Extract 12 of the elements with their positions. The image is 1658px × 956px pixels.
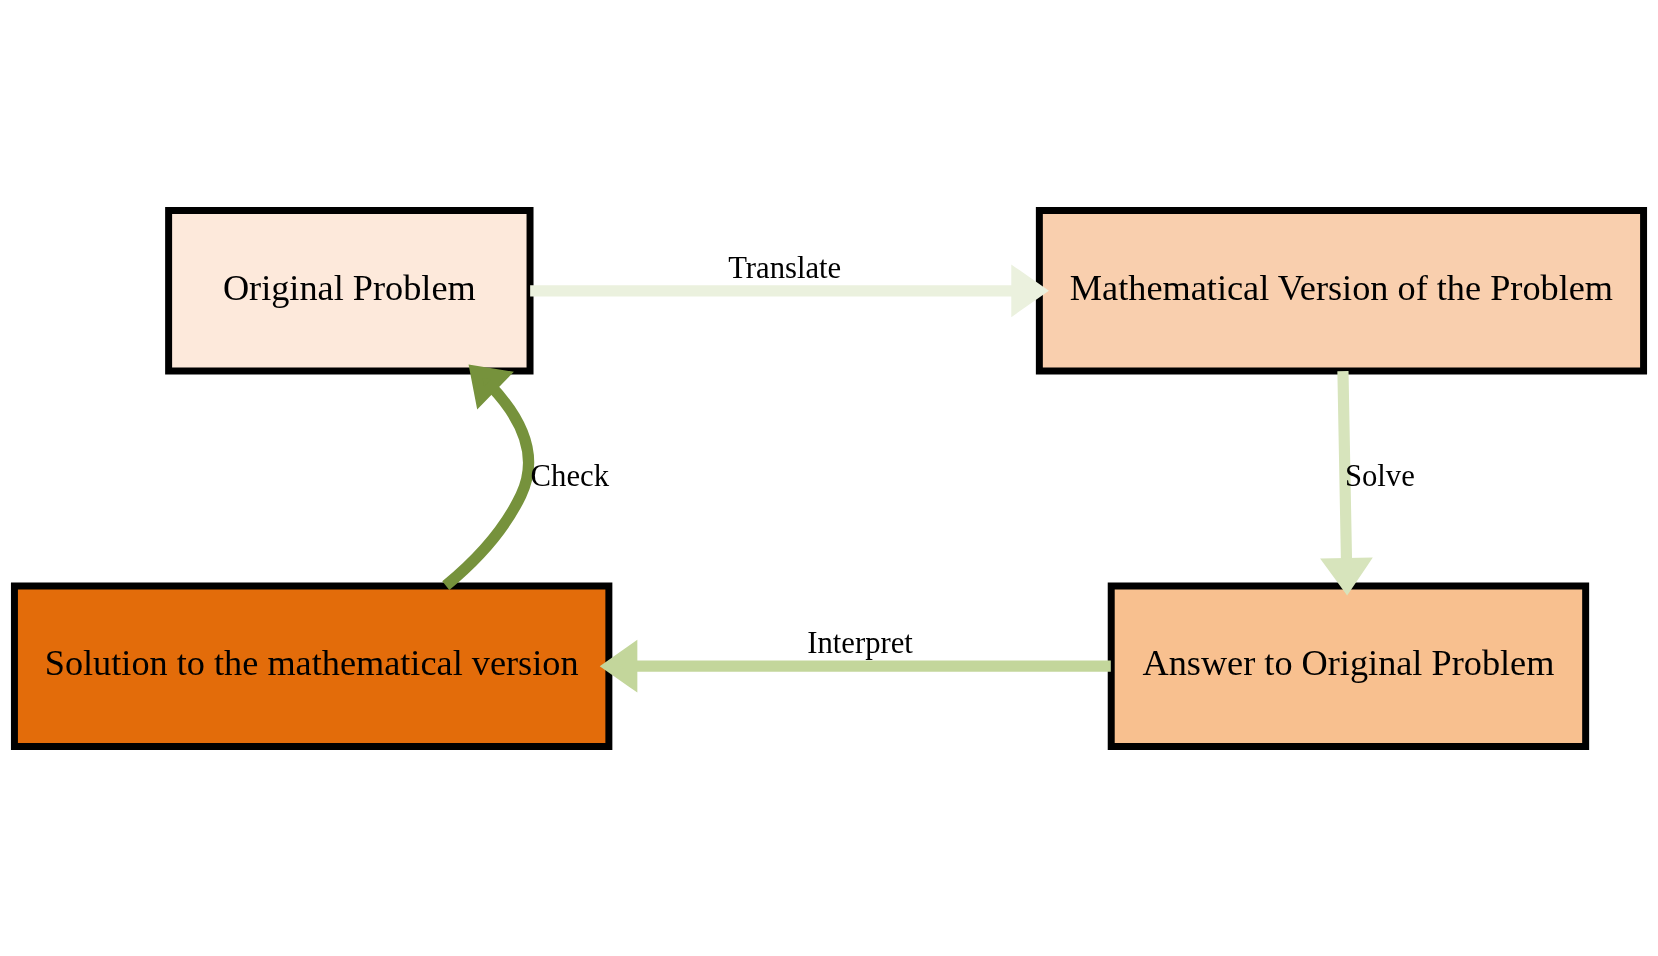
node-box: Solution to the mathematical version [10,581,613,750]
arrow [1320,370,1373,596]
edge-label: Check [530,458,610,493]
edge-label: Interpret [807,625,913,660]
arrow [530,263,1049,317]
arrow [599,639,1111,693]
node-box: Answer to Original Problem [1107,581,1590,750]
arrow [442,363,534,590]
edge-label: Solve [1344,458,1415,493]
node-box: Original Problem [165,206,534,375]
node-box: Mathematical Version of the Problem [1035,206,1648,375]
edge-label: Translate [728,250,842,285]
